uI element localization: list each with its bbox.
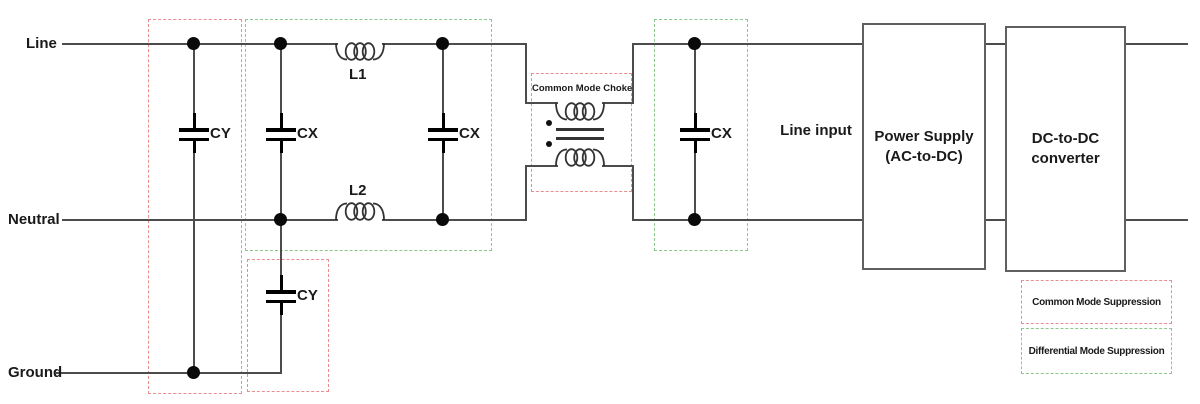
junction-dot: [436, 213, 449, 226]
polarity-dot: [546, 120, 552, 126]
capacitor-cy2: [266, 275, 296, 315]
junction-dot: [274, 213, 287, 226]
line-wire-segment: [382, 43, 526, 45]
line-choke-step-down: [525, 43, 527, 104]
cy1-branch-wire: [193, 43, 195, 374]
ground-rail-label: Ground: [8, 364, 63, 381]
neutral-wire-segment: [382, 219, 526, 221]
neutral-choke-wire: [602, 165, 634, 167]
junction-dot: [187, 366, 200, 379]
cx1-cy2-branch-wire: [280, 43, 282, 374]
cy1-label: CY: [210, 125, 231, 142]
line-rail-label: Line: [26, 35, 57, 52]
neutral-wire-segment: [1122, 219, 1188, 221]
neutral-choke-wire: [525, 165, 558, 167]
junction-dot: [688, 37, 701, 50]
power-supply-block: Power Supply (AC-to-DC): [862, 23, 986, 270]
neutral-wire-segment: [632, 219, 862, 221]
cx1-label: CX: [297, 125, 318, 142]
dcdc-label-line1: DC-to-DC: [1031, 130, 1100, 147]
junction-dot: [688, 213, 701, 226]
legend-differential-mode: Differential Mode Suppression: [1021, 328, 1172, 374]
neutral-choke-step-up: [525, 165, 527, 221]
power-supply-label-line1: Power Supply: [874, 127, 974, 145]
line-wire-segment: [982, 43, 1005, 45]
choke-core-bar: [556, 128, 604, 131]
junction-dot: [436, 37, 449, 50]
inductor-l2: [335, 202, 385, 221]
legend-common-mode: Common Mode Suppression: [1021, 280, 1172, 324]
junction-dot: [274, 37, 287, 50]
line-choke-step-up: [632, 43, 634, 104]
ground-wire: [56, 372, 282, 374]
common-mode-region-cy2: [247, 259, 329, 392]
common-mode-region-cy1: [148, 19, 242, 394]
legend-differential-mode-label: Differential Mode Suppression: [1028, 345, 1165, 357]
inductor-l1: [335, 42, 385, 61]
polarity-dot: [546, 141, 552, 147]
line-choke-wire: [525, 102, 558, 104]
power-supply-label-line2: (AC-to-DC): [885, 147, 963, 165]
capacitor-cx3: [680, 113, 710, 153]
dcdc-converter-block: DC-to-DC converter: [1005, 26, 1126, 272]
capacitor-cx2: [428, 113, 458, 153]
differential-mode-region-lc: [245, 19, 492, 251]
choke-top-winding: [555, 102, 605, 121]
neutral-wire-segment: [62, 219, 338, 221]
line-wire-segment: [632, 43, 862, 45]
l2-label: L2: [349, 182, 367, 199]
neutral-rail-label: Neutral: [8, 211, 60, 228]
line-wire-segment: [62, 43, 338, 45]
junction-dot: [187, 37, 200, 50]
capacitor-cx1: [266, 113, 296, 153]
choke-core-bar: [556, 137, 604, 140]
dcdc-label-line2: converter: [1031, 150, 1100, 167]
line-input-label: Line input: [780, 122, 852, 139]
common-mode-region-choke: [531, 73, 632, 192]
choke-label: Common Mode Choke: [532, 83, 633, 94]
capacitor-cy1: [179, 113, 209, 153]
l1-label: L1: [349, 66, 367, 83]
line-choke-wire: [602, 102, 634, 104]
cy2-label: CY: [297, 287, 318, 304]
line-wire-segment: [1122, 43, 1188, 45]
choke-bottom-winding: [555, 148, 605, 167]
differential-mode-region-cx3: [654, 19, 748, 251]
cx2-label: CX: [459, 125, 480, 142]
neutral-wire-segment: [982, 219, 1005, 221]
cx3-label: CX: [711, 125, 732, 142]
neutral-choke-step-down: [632, 165, 634, 221]
legend-common-mode-label: Common Mode Suppression: [1032, 296, 1161, 308]
